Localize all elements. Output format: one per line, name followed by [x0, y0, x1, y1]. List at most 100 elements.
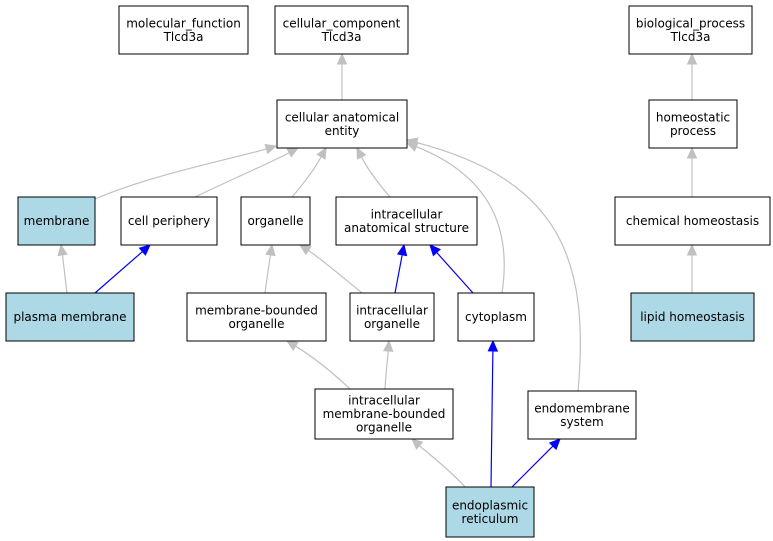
node-membrane[interactable]: membrane: [17, 196, 96, 246]
node-box: [457, 292, 535, 342]
node-label-line: molecular_function: [126, 16, 241, 30]
node-cytoplasm[interactable]: cytoplasm: [457, 292, 535, 342]
edge-intracellular_organelle-to-intracellular_anatomical_structure: [394, 243, 408, 294]
edge-line: [416, 146, 505, 294]
edge-arrowhead: [285, 340, 299, 351]
edge-arrowhead: [356, 146, 367, 160]
edge-line: [94, 148, 267, 200]
edge-line: [436, 252, 474, 294]
edge-arrowhead: [487, 339, 499, 352]
edge-organelle-to-cellular_anatomical_entity: [291, 146, 327, 198]
edge-arrowhead: [429, 244, 441, 257]
edge-line: [384, 350, 389, 390]
node-box: [314, 388, 454, 440]
edge-plasma_membrane-to-membrane: [57, 243, 68, 294]
edge-endoplasmic_reticulum-to-intracellular_membrane_bounded_organelle: [411, 438, 466, 488]
edge-endoplasmic_reticulum-to-cytoplasm: [487, 339, 499, 488]
node-label-line: membrane: [24, 214, 90, 228]
edge-line: [511, 445, 554, 488]
node-label-line: reticulum: [462, 512, 519, 526]
edge-homeostatic_process-to-biological_process: [686, 52, 698, 100]
node-label-line: plasma membrane: [13, 310, 126, 324]
edge-line: [295, 345, 351, 390]
node-label-line: organelle: [364, 317, 420, 331]
edge-line: [291, 156, 322, 198]
edge-line: [394, 254, 403, 294]
edge-line: [308, 249, 363, 294]
node-organelle[interactable]: organelle: [240, 196, 311, 246]
edge-arrowhead: [316, 146, 327, 160]
node-label-line: system: [560, 415, 603, 429]
node-label-line: intracellular: [371, 207, 443, 221]
edge-chemical_homeostasis-to-homeostatic_process: [686, 146, 698, 197]
node-label-line: endomembrane: [534, 401, 630, 415]
edge-cell_periphery-to-cellular_anatomical_entity: [194, 147, 300, 198]
node-label-line: cell periphery: [128, 214, 210, 228]
edge-intracellular_organelle-to-organelle: [298, 244, 363, 294]
node-box: [648, 99, 738, 149]
edge-arrowhead: [138, 244, 151, 256]
node-cell-periphery[interactable]: cell periphery: [120, 196, 218, 246]
node-box: [335, 196, 478, 246]
edge-line: [490, 350, 494, 488]
node-box: [17, 196, 96, 246]
edge-arrowhead: [411, 438, 424, 450]
node-box: [5, 292, 135, 342]
node-label-line: endoplasmic: [452, 498, 528, 512]
node-chemical-homeostasis[interactable]: chemical homeostasis: [614, 196, 771, 246]
edge-line: [419, 445, 466, 488]
node-label-line: process: [670, 124, 716, 138]
node-label-line: entity: [325, 124, 360, 138]
edge-line: [94, 251, 143, 294]
edge-arrowhead: [265, 243, 276, 257]
node-label-line: Tlcd3a: [670, 30, 711, 44]
edge-arrowhead: [686, 243, 698, 256]
edge-lipid_homeostasis-to-chemical_homeostasis: [686, 243, 698, 293]
edge-cytoplasm-to-intracellular_anatomical_structure: [429, 244, 474, 294]
node-box: [614, 196, 771, 246]
edge-endoplasmic_reticulum-to-endomembrane_system: [511, 438, 561, 488]
edge-arrowhead: [686, 52, 698, 65]
node-label-line: intracellular: [356, 303, 428, 317]
node-label-line: lipid homeostasis: [640, 310, 745, 324]
node-box: [120, 196, 218, 246]
edge-line: [264, 254, 272, 294]
edge-line: [360, 156, 391, 198]
node-label-line: cellular_component: [283, 16, 401, 30]
node-label-line: anatomical structure: [344, 221, 469, 235]
edge-arrowhead: [382, 339, 394, 352]
node-lipid-homeostasis[interactable]: lipid homeostasis: [630, 292, 755, 342]
edges-layer: [57, 52, 698, 488]
node-box: [274, 5, 409, 55]
node-box: [445, 486, 535, 538]
node-label-line: membrane-bounded: [323, 407, 446, 421]
node-label-line: homeostatic: [656, 110, 730, 124]
node-label-line: chemical homeostasis: [626, 214, 759, 228]
edge-cellular_anatomical_entity-to-cellular_component: [336, 52, 348, 100]
edge-intracellular_membrane_bounded_organelle-to-intracellular_organelle: [382, 339, 394, 390]
node-box: [186, 292, 327, 342]
node-label-line: organelle: [247, 214, 303, 228]
nodes-layer: molecular_functionTlcd3acellular_compone…: [5, 5, 771, 538]
node-box: [118, 5, 249, 55]
edge-line: [61, 254, 68, 294]
node-plasma-membrane[interactable]: plasma membrane: [5, 292, 135, 342]
node-label-line: intracellular: [348, 394, 420, 408]
edge-intracellular_membrane_bounded_organelle-to-membrane_bounded_organelle: [285, 340, 351, 390]
edge-arrowhead: [396, 243, 408, 257]
node-label-line: Tlcd3a: [163, 30, 204, 44]
edge-arrowhead: [57, 243, 68, 257]
node-label-line: cellular anatomical: [285, 110, 399, 124]
